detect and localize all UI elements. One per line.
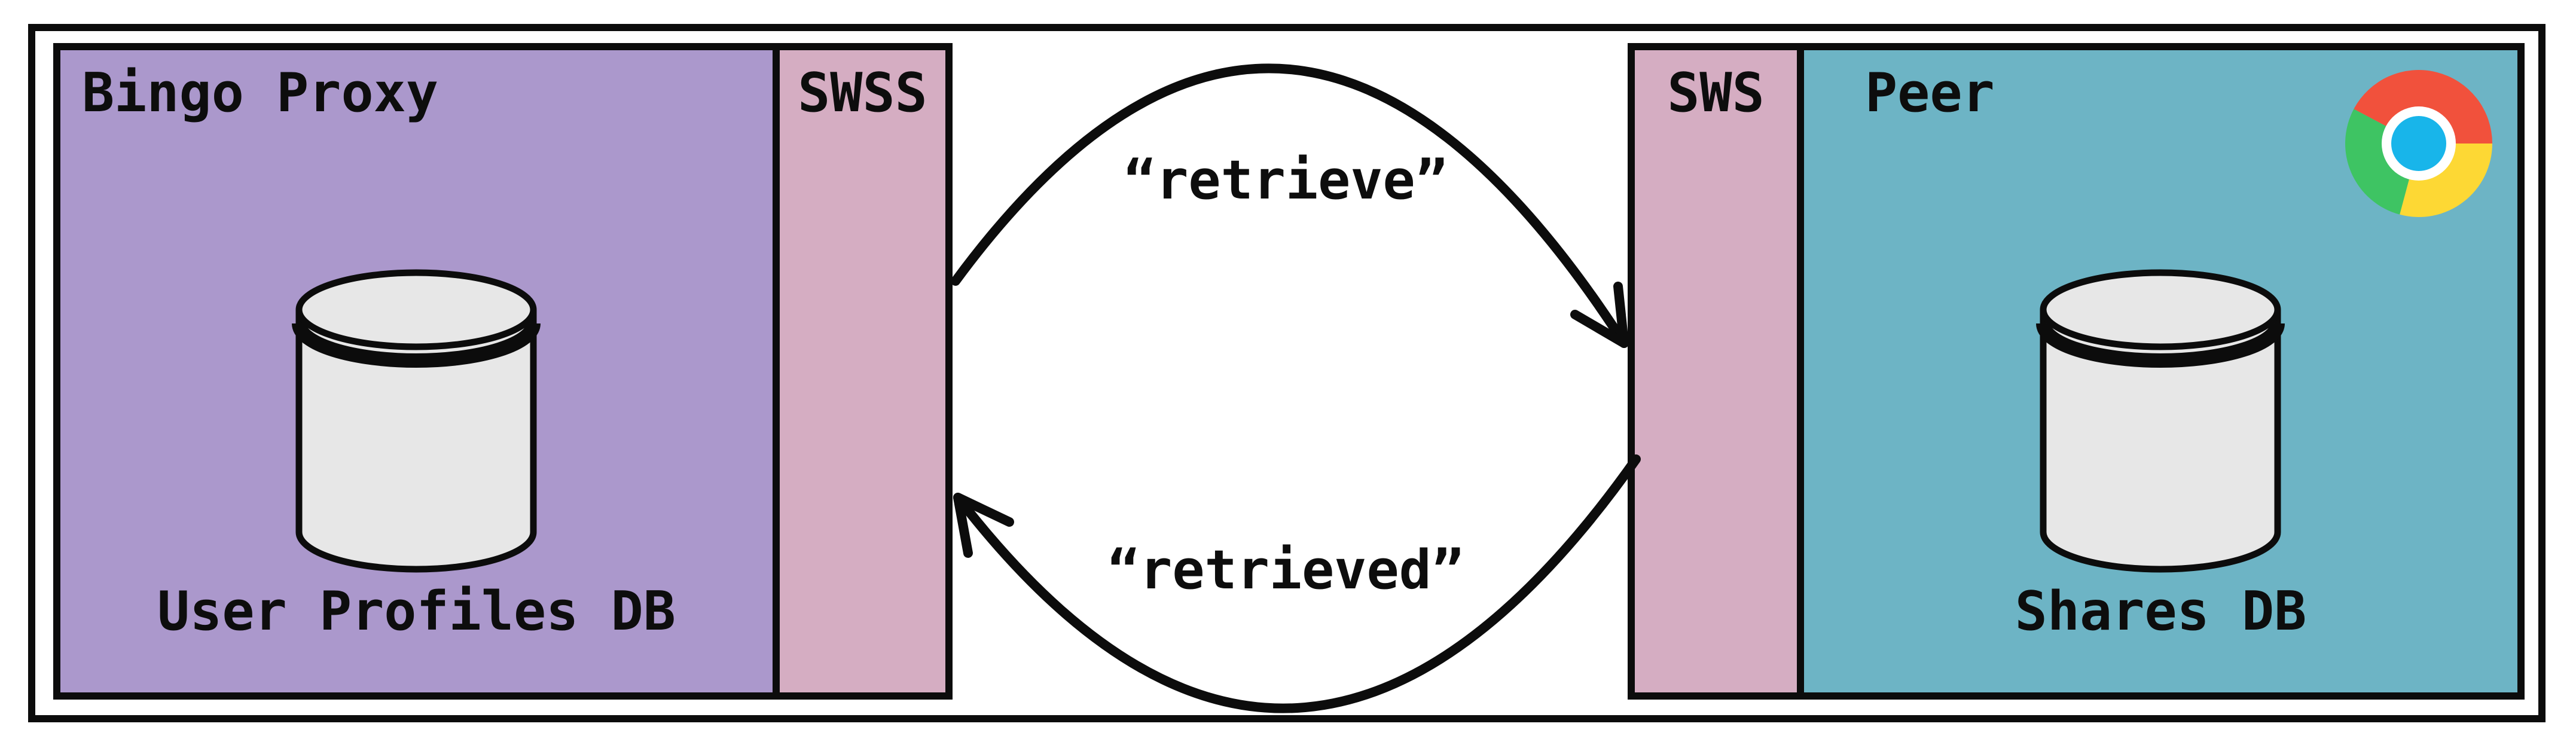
peer-title: Peer bbox=[1865, 62, 1995, 124]
retrieved-message-label: “retrieved” bbox=[1107, 539, 1464, 602]
peer-panel: Peer Shares DB bbox=[1804, 50, 2517, 692]
bingo-proxy-panel: Bingo Proxy User Profiles DB bbox=[60, 50, 780, 692]
sws-label: SWS bbox=[1667, 62, 1765, 124]
bingo-proxy-box: Bingo Proxy User Profiles DB SWSS bbox=[53, 43, 953, 700]
swss-label: SWSS bbox=[798, 62, 927, 124]
user-profiles-db-label: User Profiles DB bbox=[157, 580, 676, 643]
retrieve-message-label: “retrieve” bbox=[1124, 149, 1448, 212]
swss-interface-strip: SWSS bbox=[780, 50, 945, 692]
sws-interface-strip: SWS bbox=[1635, 50, 1804, 692]
shares-db-label: Shares DB bbox=[2015, 580, 2307, 643]
bingo-proxy-title: Bingo Proxy bbox=[82, 62, 439, 124]
peer-box: SWS Peer Shares DB bbox=[1628, 43, 2525, 700]
